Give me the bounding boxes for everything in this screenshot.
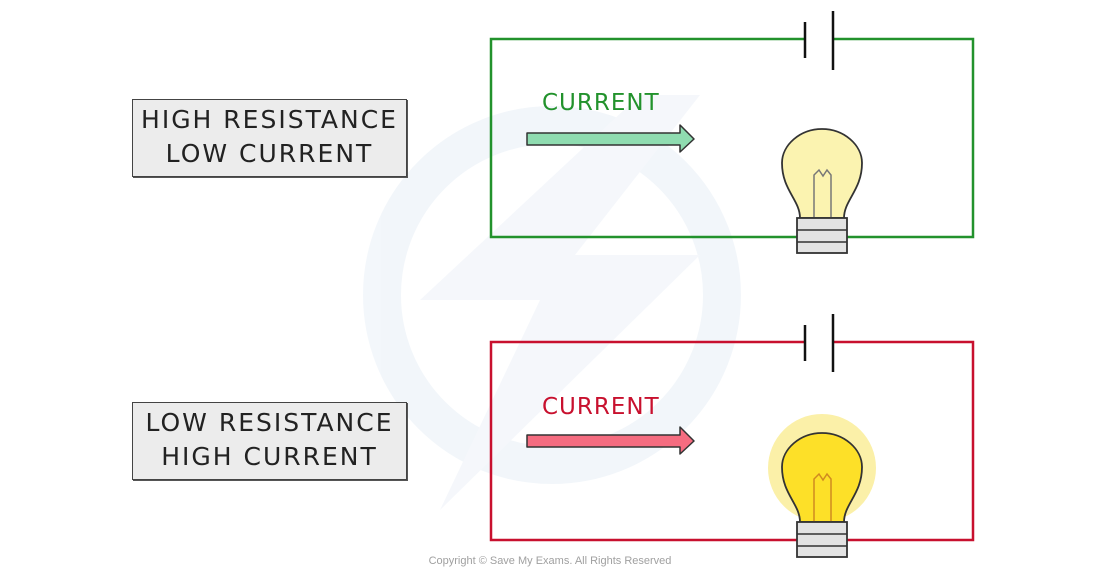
copyright-notice: Copyright © Save My Exams. All Rights Re… <box>428 555 672 567</box>
label-line-1: HIGH RESISTANCE <box>141 105 398 134</box>
bottom-circuit <box>489 314 975 558</box>
current-label-bottom: CURRENT <box>542 394 660 420</box>
resistance-label-bottom: LOW RESISTANCE HIGH CURRENT <box>132 402 407 480</box>
label-line-2: LOW CURRENT <box>165 139 374 168</box>
battery-icon <box>803 314 835 372</box>
top-circuit <box>489 11 975 254</box>
battery-icon <box>803 11 835 70</box>
light-bulb-icon <box>781 432 863 558</box>
circuit-wire <box>489 37 975 239</box>
resistance-label-top: HIGH RESISTANCE LOW CURRENT <box>132 99 407 177</box>
current-arrow-icon <box>526 426 695 455</box>
light-bulb-icon <box>781 128 863 254</box>
current-label-top: CURRENT <box>542 90 660 116</box>
label-line-2: HIGH CURRENT <box>161 442 378 471</box>
label-line-1: LOW RESISTANCE <box>145 408 394 437</box>
circuit-wire <box>489 340 975 542</box>
current-arrow-icon <box>526 124 695 153</box>
